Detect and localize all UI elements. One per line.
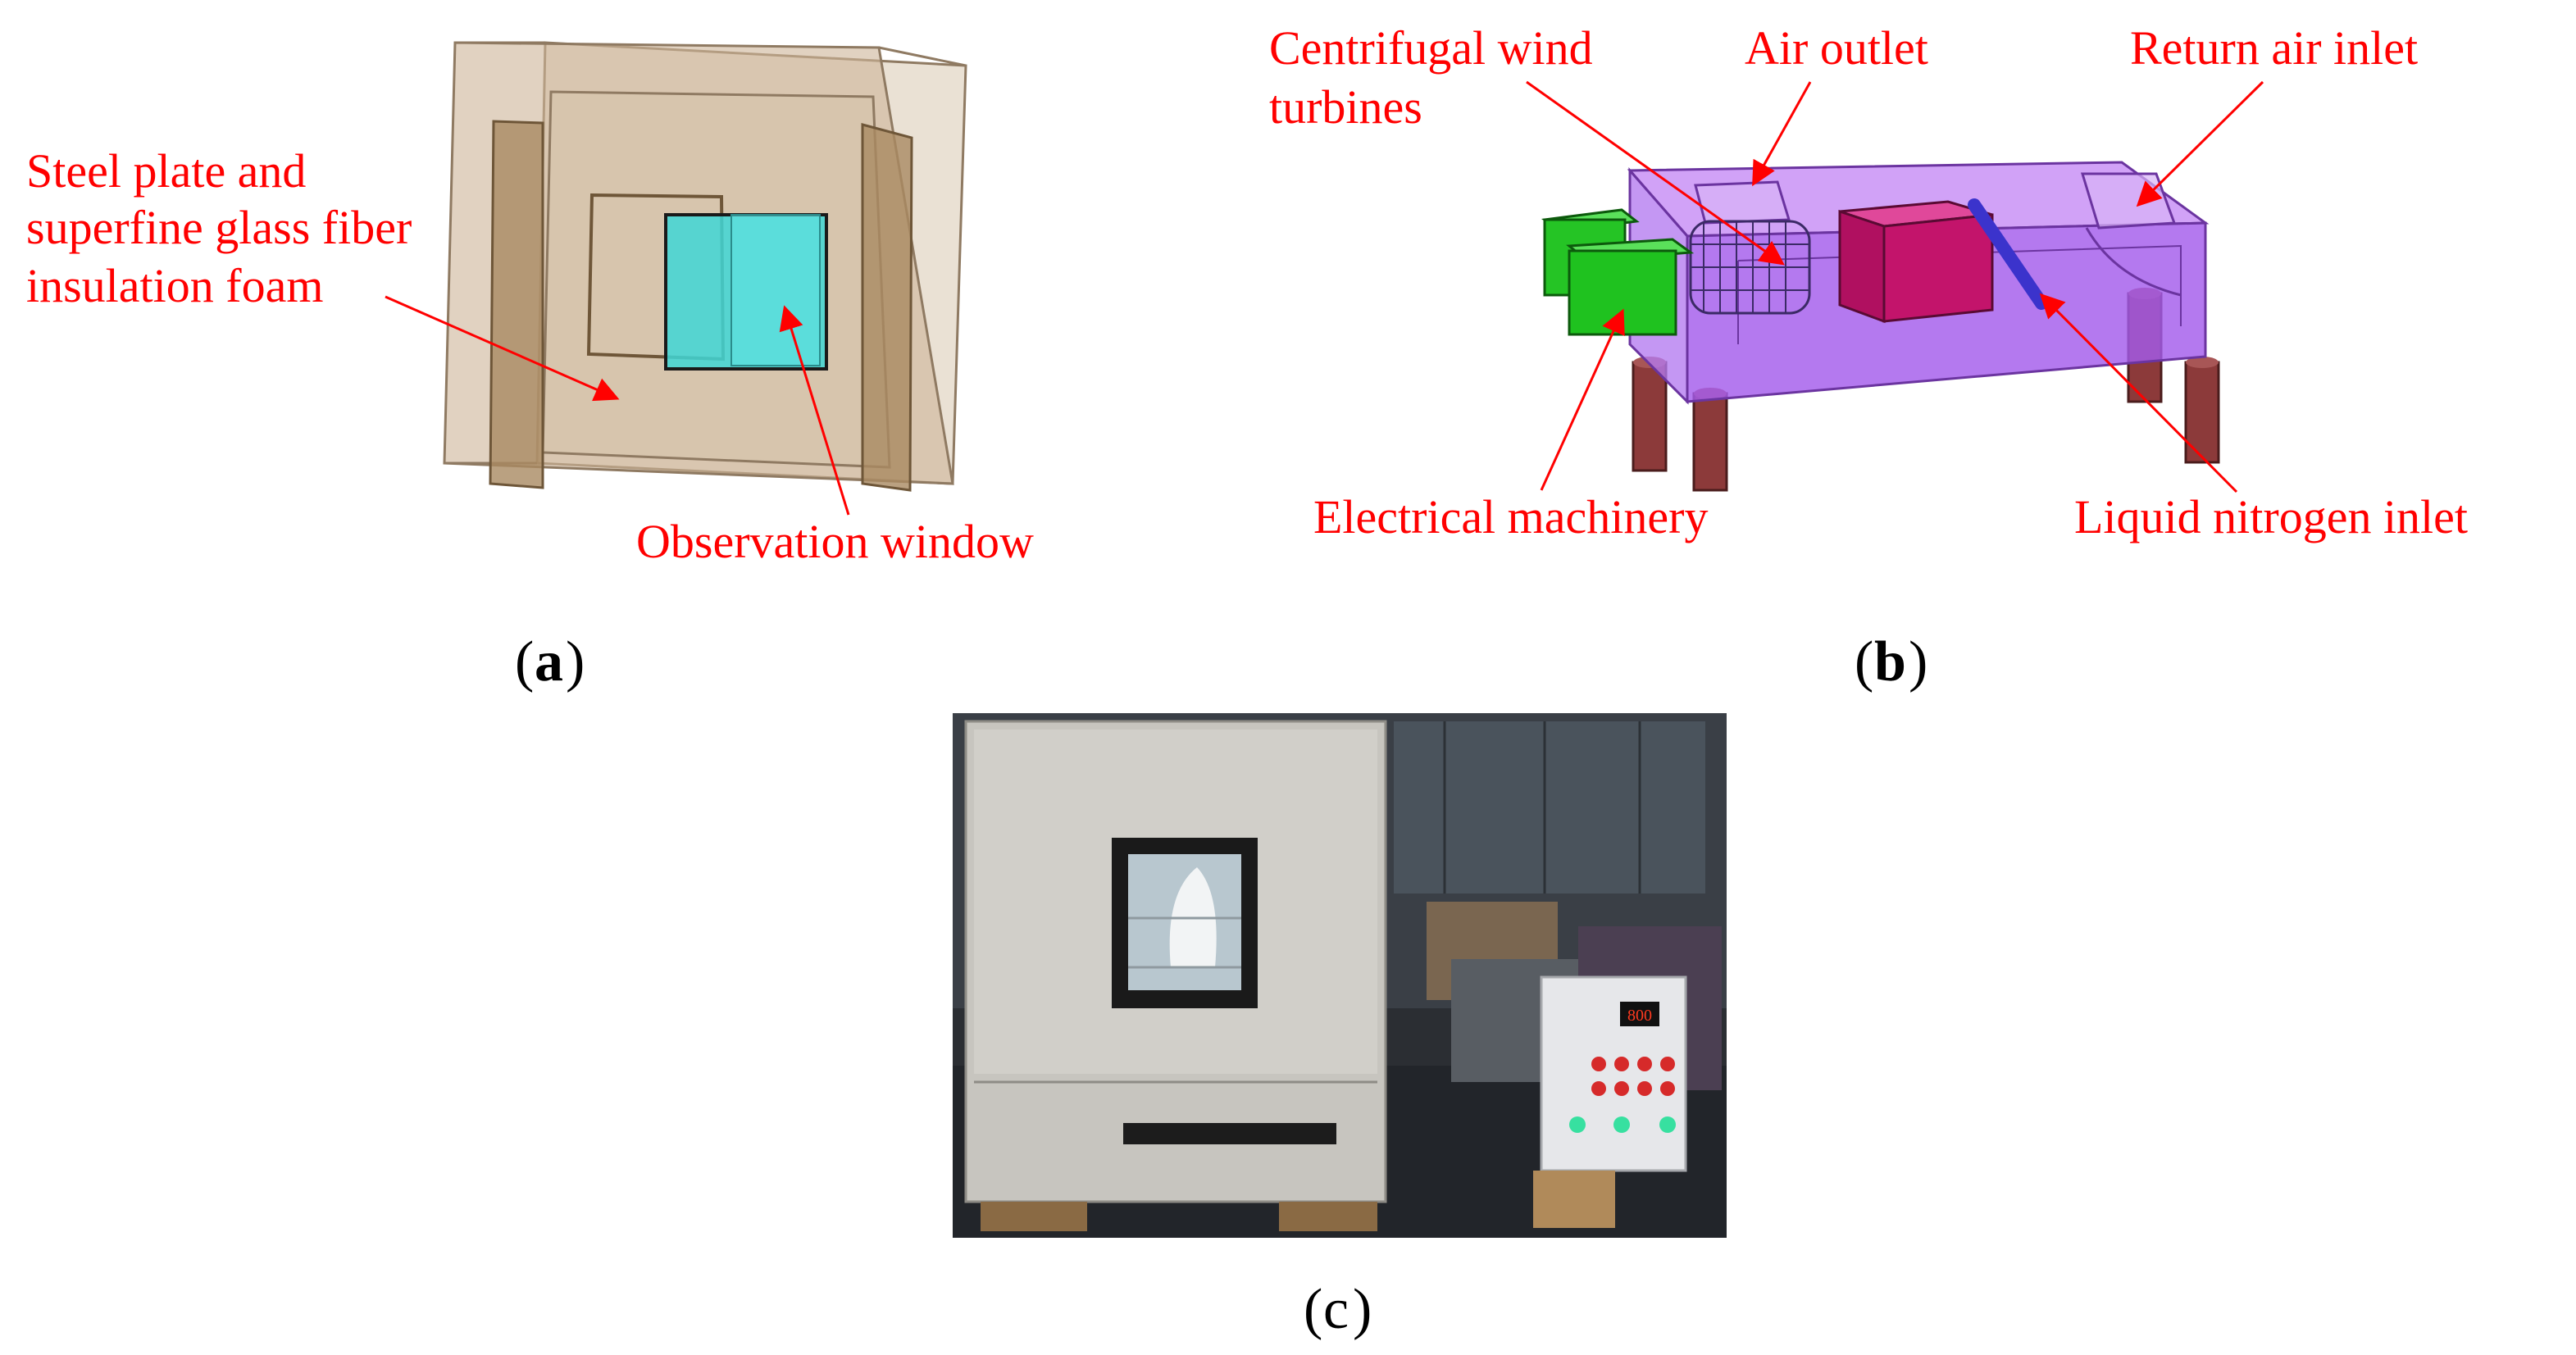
- caption-b: ( b ): [1855, 630, 1927, 693]
- panel-b: Centrifugal wind turbines Air outlet Ret…: [1269, 21, 2468, 543]
- label-observation-window: Observation window: [636, 515, 1034, 568]
- arrow-electrical-machinery: [1540, 308, 1625, 491]
- label-steel-plate-line2: superfine glass fiber: [26, 201, 412, 254]
- arrow-centrifugal: [1526, 80, 1785, 266]
- label-steel-plate-line1: Steel plate and: [26, 144, 306, 198]
- leg-rear-left: [1692, 392, 1728, 492]
- label-air-outlet: Air outlet: [1745, 21, 1928, 75]
- caption-c-letter: c: [1323, 1278, 1349, 1341]
- caption-a-letter: a: [535, 630, 563, 693]
- arrow-air-outlet: [1752, 81, 1812, 187]
- caption-a: ( a ): [515, 630, 585, 693]
- caption-b-letter: b: [1874, 630, 1906, 693]
- arrow-observation-window: [779, 305, 850, 516]
- control-cabinet-photo: 800: [1533, 975, 1687, 1228]
- environment-chamber-photo: [964, 720, 1387, 1231]
- liquid-nitrogen-pipe: [1968, 198, 2048, 310]
- label-electrical-machinery: Electrical machinery: [1313, 490, 1708, 543]
- svg-text:(: (: [1304, 1278, 1322, 1341]
- arrow-return-air: [2136, 80, 2264, 207]
- controller-display-readout: 800: [1627, 1007, 1652, 1025]
- label-steel-plate-line3: insulation foam: [26, 259, 323, 312]
- centrifugal-fan-cage: [1689, 220, 1811, 315]
- leg-rear-right: [2184, 361, 2220, 464]
- svg-text:(: (: [515, 630, 534, 693]
- label-return-air-inlet: Return air inlet: [2130, 21, 2418, 75]
- arrow-steel-plate: [385, 295, 620, 402]
- label-centrifugal-line2: turbines: [1269, 80, 1422, 134]
- label-liquid-nitrogen-inlet: Liquid nitrogen inlet: [2074, 490, 2468, 543]
- electrical-motor-model: [1541, 208, 1695, 336]
- svg-text:): ): [1353, 1278, 1372, 1341]
- label-centrifugal-line1: Centrifugal wind: [1269, 21, 1593, 75]
- panel-c-photo: 800: [953, 713, 1727, 1238]
- caption-c: ( c ): [1304, 1278, 1372, 1341]
- svg-text:(: (: [1855, 630, 1873, 693]
- heater-block: [1838, 200, 1994, 324]
- svg-text:): ): [1909, 630, 1927, 693]
- arrow-liquid-nitrogen: [2039, 293, 2238, 493]
- panel-a: Steel plate and superfine glass fiber in…: [26, 41, 1034, 568]
- observation-window-glass: [664, 213, 828, 371]
- svg-text:): ): [566, 630, 585, 693]
- leg-front-left: [1632, 361, 1668, 472]
